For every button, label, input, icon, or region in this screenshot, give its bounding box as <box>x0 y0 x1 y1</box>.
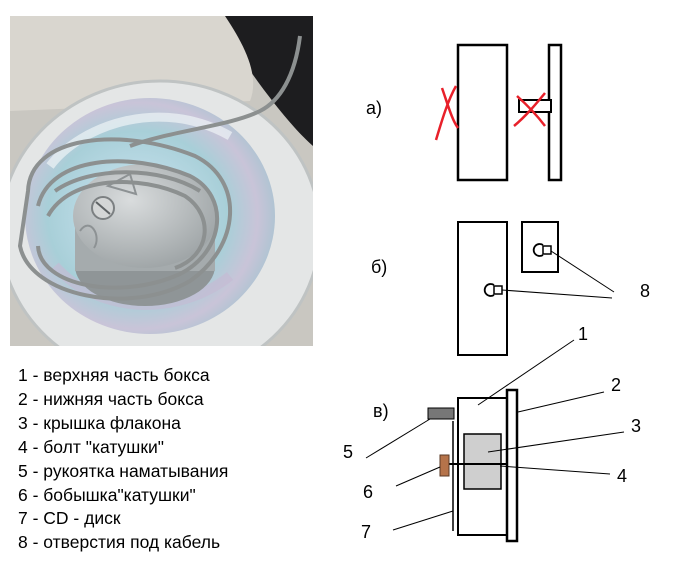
panel-b-hole-right-slot <box>543 246 551 254</box>
leader-line-8a <box>502 290 612 298</box>
leader-line-6 <box>396 467 440 486</box>
panel-b-box-bottom <box>522 222 558 272</box>
winding-handle <box>428 408 454 419</box>
callout-1: 1 <box>578 324 588 344</box>
leader-line-7 <box>393 511 453 530</box>
panel-a-cross-left <box>436 86 458 140</box>
callout-3: 3 <box>631 416 641 436</box>
leader-line-8b <box>551 251 614 292</box>
callout-4: 4 <box>617 466 627 486</box>
callout-5: 5 <box>343 442 353 462</box>
callout-7: 7 <box>361 522 371 542</box>
callout-2: 2 <box>611 375 621 395</box>
callout-8: 8 <box>640 281 650 301</box>
bolt-head <box>440 455 449 476</box>
panel-v-label: в) <box>373 401 389 421</box>
callout-6: 6 <box>363 482 373 502</box>
panel-b-label: б) <box>371 257 387 277</box>
leader-line-2 <box>518 392 604 412</box>
leader-line-5 <box>366 419 430 458</box>
panel-a-box-top <box>458 45 507 180</box>
panel-v-box-bottom <box>507 390 517 541</box>
panel-b-hole-left-slot <box>494 286 502 294</box>
panel-a-label: а) <box>366 98 382 118</box>
bottle-cap <box>464 434 501 489</box>
